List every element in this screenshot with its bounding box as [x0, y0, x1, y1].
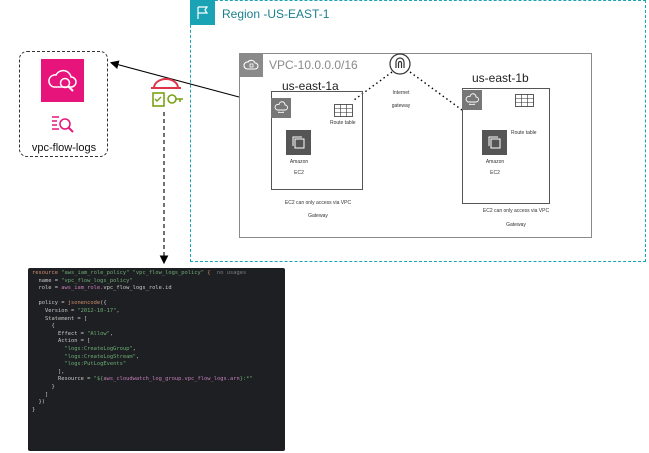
- code-line: ]: [32, 392, 281, 400]
- ec2-label-a-line1: Amazon: [289, 159, 309, 165]
- code-line: role = aws_iam_role.vpc_flow_logs_role.i…: [32, 285, 281, 293]
- code-line: resource "aws_iam_role_policy" "vpc_flow…: [32, 270, 281, 278]
- az-box-a: [271, 91, 363, 190]
- code-token: Statement = [: [32, 315, 88, 322]
- iam-role-icon: [146, 70, 186, 110]
- code-token: resource: [32, 270, 62, 276]
- code-line: "logs:CreateLogStream",: [32, 354, 281, 362]
- code-line: ],: [32, 369, 281, 377]
- terraform-code-panel: resource "aws_iam_role_policy" "vpc_flow…: [28, 268, 285, 451]
- code-token: aws_cloudwatch_log_group.vpc_flow_logs.a…: [103, 376, 240, 383]
- code-token: {: [32, 323, 55, 330]
- code-line: }: [32, 407, 281, 415]
- code-token: name =: [32, 277, 62, 284]
- code-token: ({: [100, 300, 107, 307]
- subnet-icon: [462, 90, 482, 110]
- az-box-b: [462, 88, 550, 204]
- flow-logs-container: [19, 51, 108, 157]
- code-line: Action = [: [32, 338, 281, 346]
- code-token: "vpc_flow_logs_policy": [61, 277, 133, 284]
- code-token: "${: [93, 376, 104, 383]
- ec2-icon: [286, 130, 311, 155]
- code-token: Version =: [32, 307, 78, 314]
- ec2-note-a-line2: Gateway: [308, 213, 328, 219]
- code-line: [32, 293, 281, 301]
- code-token: "logs:CreateLogGroup": [32, 345, 133, 352]
- code-token: Resource =: [32, 376, 94, 383]
- code-line: "logs:CreateLogGroup",: [32, 346, 281, 354]
- code-token: jsonencode: [67, 300, 101, 307]
- az-b-label: us-east-1b: [472, 71, 529, 85]
- ec2-icon: [482, 130, 507, 155]
- subnet-icon: [271, 98, 291, 118]
- vpc-label: VPC-10.0.0.0/16: [269, 58, 358, 72]
- flow-logs-label: vpc-flow-logs: [31, 142, 97, 154]
- az-a-label: us-east-1a: [282, 79, 339, 93]
- code-token: ,: [132, 345, 136, 352]
- flag-icon: [190, 0, 215, 25]
- code-token: "2012-10-17": [77, 307, 117, 314]
- code-token: no usages: [210, 270, 247, 276]
- ec2-note-b-line1: EC2 can only access via VPC: [482, 208, 550, 214]
- code-token: }): [32, 399, 45, 406]
- code-line: Statement = [: [32, 316, 281, 324]
- code-token: }:*": [239, 376, 253, 383]
- code-token: "logs:CreateLogStream": [32, 353, 136, 360]
- code-token: "Allow": [87, 330, 110, 337]
- gateway-link-az-b: [409, 71, 463, 111]
- ec2-label-b-line2: EC2: [490, 170, 500, 176]
- code-token: "aws_iam_role_policy" "vpc_flow_logs_pol…: [61, 270, 208, 276]
- route-table-label-a: Route table: [330, 120, 356, 126]
- code-token: ],: [32, 368, 65, 375]
- ec2-label-b-line1: Amazon: [485, 159, 505, 165]
- code-token: role =: [32, 285, 62, 292]
- code-line: policy = jsonencode({: [32, 300, 281, 308]
- code-token: aws_iam_role.: [61, 285, 104, 292]
- flow-logs-arrow: [109, 60, 240, 98]
- cloud-icon: [239, 53, 263, 77]
- code-line: name = "vpc_flow_logs_policy": [32, 278, 281, 286]
- code-line: Effect = "Allow",: [32, 331, 281, 339]
- code-line: }: [32, 384, 281, 392]
- gateway-link-az-a: [353, 71, 393, 101]
- route-table-icon: [334, 104, 353, 117]
- route-table-icon: [515, 94, 534, 107]
- code-token: ,: [109, 330, 114, 337]
- internet-gateway-icon: [389, 53, 411, 75]
- region-container: [190, 0, 646, 262]
- code-line: "logs:PutLogEvents": [32, 361, 281, 369]
- gateway-label-line2: gateway: [391, 103, 411, 109]
- ec2-label-a-line2: EC2: [294, 170, 304, 176]
- code-token: Action = [: [32, 338, 91, 345]
- code-line: }): [32, 399, 281, 407]
- log-search-icon: [50, 114, 76, 136]
- code-token: Effect =: [32, 330, 88, 337]
- code-token: }: [32, 406, 36, 413]
- code-token: }: [32, 383, 55, 390]
- code-token: "logs:PutLogEvents": [32, 361, 127, 368]
- code-token: {: [207, 270, 211, 276]
- code-token: vpc_flow_logs_role.id: [103, 285, 172, 292]
- code-line: Version = "2012-10-17",: [32, 308, 281, 316]
- route-table-label-b: Route table: [511, 130, 537, 136]
- code-token: ,: [135, 353, 140, 360]
- region-label: Region -US-EAST-1: [222, 7, 330, 21]
- code-line: {: [32, 323, 281, 331]
- code-token: policy =: [32, 300, 68, 307]
- ec2-note-a-line1: EC2 can only access via VPC: [284, 200, 352, 206]
- code-line: Resource = "${aws_cloudwatch_log_group.v…: [32, 376, 281, 384]
- ec2-note-b-line2: Gateway: [506, 222, 526, 228]
- code-token: ,: [116, 307, 120, 314]
- code-token: ]: [32, 391, 49, 398]
- cloudwatch-logs-icon: [41, 59, 84, 102]
- code-lines: resource "aws_iam_role_policy" "vpc_flow…: [32, 270, 281, 414]
- gateway-label-line1: Internet: [392, 90, 410, 96]
- vpc-container: [239, 53, 592, 238]
